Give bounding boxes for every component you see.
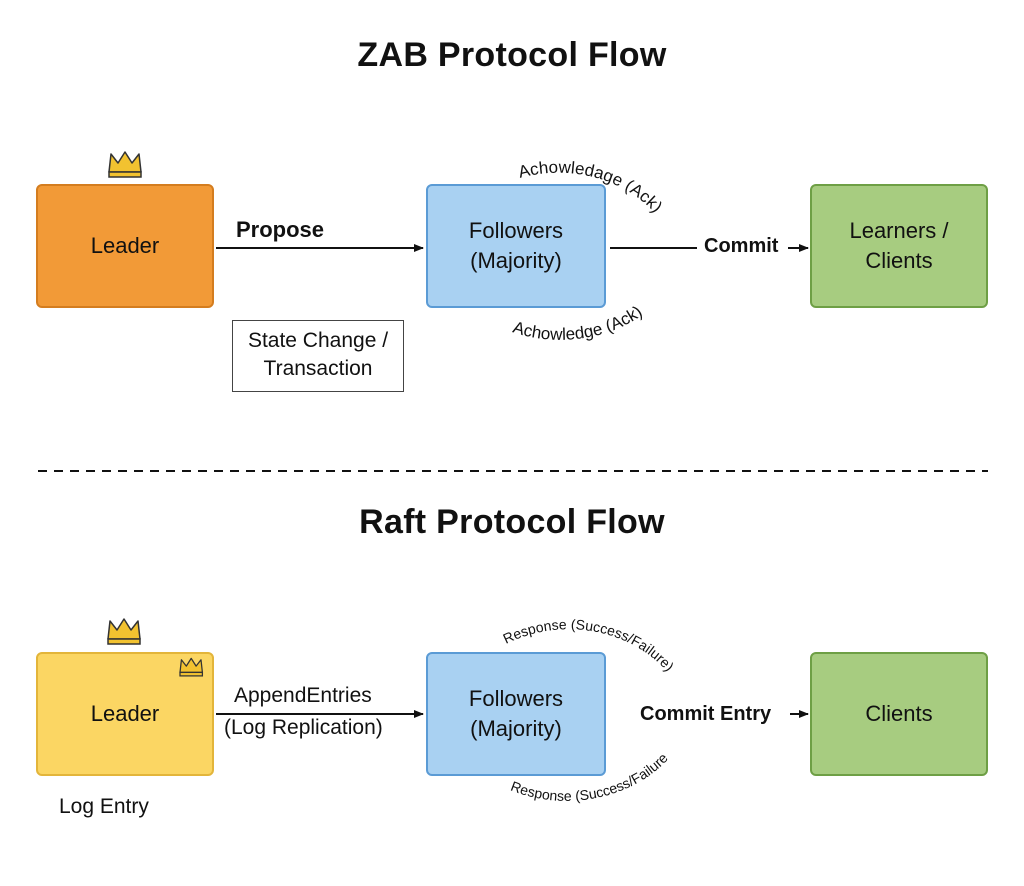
raft-leader-node: Leader: [36, 652, 214, 776]
zab-followers-label: Followers: [468, 218, 564, 243]
zab-ack-bottom-label: Achowledge (Ack): [511, 302, 646, 344]
zab-learners-node: Learners / Clients: [810, 184, 988, 308]
raft-commit-label: Commit Entry: [640, 703, 772, 725]
zab-followers-node: Followers (Majority): [426, 184, 606, 308]
raft-response-bottom-label: Response (Success/Failure: [509, 750, 671, 804]
raft-append-label: AppendEntries: [234, 684, 372, 707]
raft-followers-sublabel: (Majority): [470, 716, 562, 741]
raft-title: Raft Protocol Flow: [359, 503, 665, 541]
zab-leader-node: Leader: [36, 184, 214, 308]
zab-title: ZAB Protocol Flow: [357, 36, 667, 74]
crown-icon: [108, 151, 142, 178]
zab-propose-label: Propose: [236, 217, 325, 242]
zab-learners-sublabel: Clients: [865, 248, 933, 273]
crown-icon: [107, 618, 141, 645]
zab-state-change-note: State Change / Transaction: [232, 320, 404, 392]
zab-commit-label: Commit: [704, 235, 779, 257]
raft-response-top-label: Response (Success/Failure): [500, 616, 677, 674]
zab-state-change-line1: State Change /: [247, 329, 389, 352]
zab-leader-label: Leader: [90, 233, 160, 258]
zab-followers-sublabel: (Majority): [470, 248, 562, 273]
raft-leader-label: Leader: [90, 701, 160, 726]
raft-clients-label: Clients: [865, 701, 933, 726]
raft-followers-label: Followers: [468, 686, 564, 711]
raft-clients-node: Clients: [810, 652, 988, 776]
raft-followers-node: Followers (Majority): [426, 652, 606, 776]
zab-ack-top-label: Achowledage (Ack): [516, 158, 666, 217]
zab-state-change-line2: Transaction: [263, 357, 373, 380]
zab-learners-label: Learners /: [849, 218, 949, 243]
raft-log-entry-label: Log Entry: [59, 795, 149, 818]
crown-icon: [179, 657, 204, 677]
raft-append-sublabel: (Log Replication): [224, 716, 383, 739]
